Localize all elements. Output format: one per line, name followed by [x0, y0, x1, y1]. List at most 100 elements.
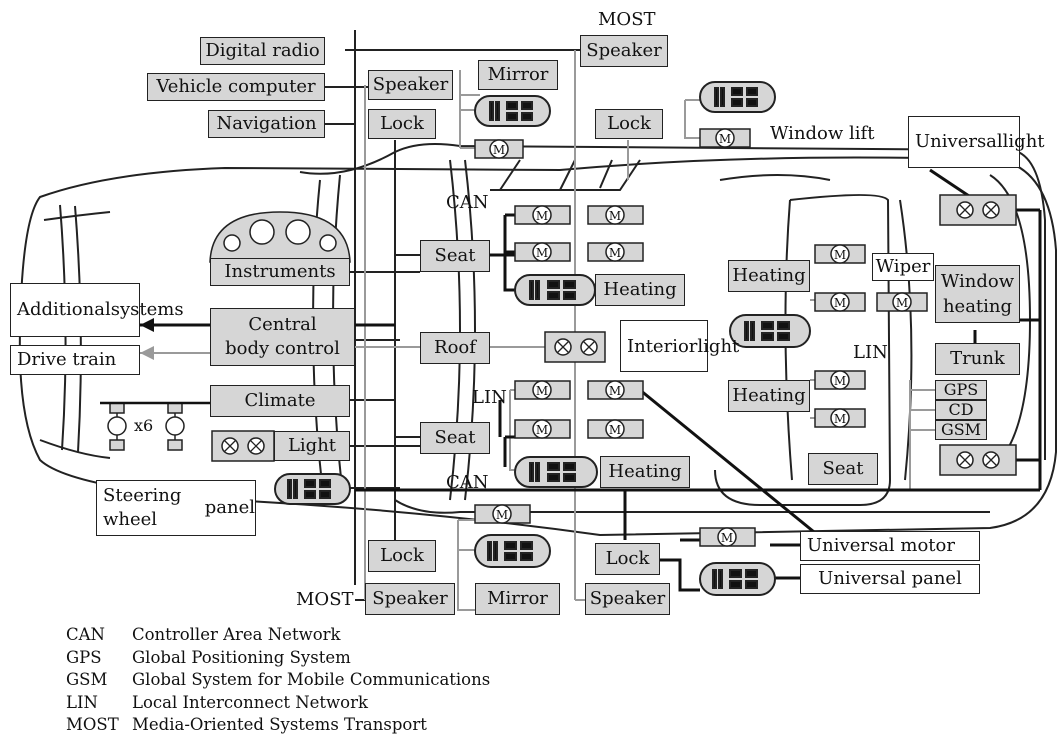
motor-icon [474, 504, 531, 524]
can-label-top: CAN [446, 192, 489, 213]
legend-abbr: MOST [66, 715, 119, 734]
heating-seat-bottom-box: Heating [600, 456, 690, 488]
most-label-top: MOST [598, 9, 656, 30]
motor-icon [876, 292, 928, 312]
climate-motors [100, 401, 210, 451]
universal-motor-box: Universal motor [800, 531, 980, 561]
light-box: Light [274, 431, 350, 461]
svg-text:M: M [609, 384, 621, 398]
motor-icon [814, 292, 866, 312]
arrows [140, 318, 154, 360]
heating-rear-bottom-box: Heating [728, 380, 810, 412]
svg-text:M: M [536, 246, 548, 260]
seat-rear-box: Seat [808, 453, 878, 485]
svg-text:M: M [834, 248, 846, 262]
motor-icon-labels: M M M M M M M M M M M M M M M M M [493, 132, 908, 545]
navigation-box: Navigation [208, 110, 325, 138]
speaker-top-right-box: Speaker [580, 35, 668, 67]
legend-text: Local Interconnect Network [132, 692, 369, 712]
drive-train-box: Drive train [10, 345, 140, 375]
motor-icon [514, 205, 571, 225]
motor-icon [514, 380, 571, 400]
speaker-bottom-left-box: Speaker [365, 583, 455, 615]
switch-panel-icon [729, 314, 811, 348]
trunk-box: Trunk [935, 343, 1020, 375]
switch-panel-icon [474, 95, 551, 127]
svg-text:M: M [896, 296, 908, 310]
window-lift-label: Window lift [770, 123, 875, 144]
lock-top-left-box: Lock [368, 109, 436, 139]
lin-label-left: LIN [472, 387, 507, 408]
svg-text:M: M [609, 209, 621, 223]
instruments-box: Instruments [210, 258, 350, 286]
switch-panel-icon [514, 274, 596, 306]
svg-text:M: M [536, 423, 548, 437]
legend-row: CAN Controller Area Network [66, 624, 490, 647]
instrument-gauges [209, 211, 351, 263]
lock-bottom-right-box: Lock [595, 543, 660, 575]
lock-top-right-box: Lock [595, 109, 663, 139]
seat-bottom-box: Seat [420, 422, 490, 454]
speaker-top-center-box: Speaker [368, 70, 453, 100]
mirror-bottom-box: Mirror [475, 583, 560, 615]
motor-icon [587, 205, 644, 225]
gsm-box: GSM [935, 420, 987, 440]
svg-text:M: M [609, 423, 621, 437]
x6-label: x6 [134, 416, 154, 435]
lin-label-right: LIN [853, 342, 888, 363]
switch-panel-icon [274, 473, 351, 505]
motor-icon [699, 527, 756, 547]
speaker-bottom-right-box: Speaker [585, 583, 670, 615]
svg-text:M: M [609, 246, 621, 260]
legend-text: Controller Area Network [132, 625, 341, 644]
motor-icon [814, 408, 866, 428]
svg-text:M: M [496, 508, 508, 522]
svg-text:M: M [834, 374, 846, 388]
switch-panel-icon [699, 81, 776, 113]
cd-box: CD [935, 400, 987, 420]
seat-top-box: Seat [420, 240, 490, 272]
svg-text:M: M [834, 412, 846, 426]
legend-abbr: LIN [66, 692, 98, 712]
mirror-top-box: Mirror [478, 60, 558, 90]
legend-row: GPS Global Positioning System [66, 647, 490, 670]
most-label-bottom: MOST [296, 589, 354, 610]
svg-text:M: M [719, 132, 731, 146]
motor-icon [587, 419, 644, 439]
motor-icon [587, 242, 644, 262]
legend-abbr: CAN [66, 625, 105, 644]
bus-lines [325, 30, 580, 601]
heating-rear-top-box: Heating [728, 260, 810, 292]
svg-text:M: M [834, 296, 846, 310]
wiper-box: Wiper [872, 253, 934, 281]
motor-icon [514, 419, 571, 439]
motor-icon [699, 128, 751, 148]
svg-text:M: M [493, 143, 505, 157]
digital-radio-box: Digital radio [200, 37, 325, 65]
svg-text:M: M [536, 384, 548, 398]
climate-box: Climate [210, 385, 350, 417]
legend: CAN Controller Area Network GPS Global Pos… [66, 624, 490, 737]
vehicle-computer-box: Vehicle computer [147, 73, 325, 101]
legend-abbr: GSM [66, 670, 108, 689]
lock-bottom-left-box: Lock [368, 540, 436, 572]
motor-icon [587, 380, 644, 400]
legend-text: Global Positioning System [132, 647, 351, 667]
legend-abbr: GPS [66, 647, 102, 667]
legend-text: Media-Oriented Systems Transport [132, 715, 427, 734]
motor-icons [474, 128, 928, 547]
legend-row: LIN Local Interconnect Network [66, 692, 490, 715]
switch-panel-icons [274, 81, 811, 596]
heating-seat-top-box: Heating [595, 274, 685, 306]
svg-text:M: M [536, 209, 548, 223]
switch-panel-icon [514, 456, 598, 488]
motor-icon [814, 370, 866, 390]
